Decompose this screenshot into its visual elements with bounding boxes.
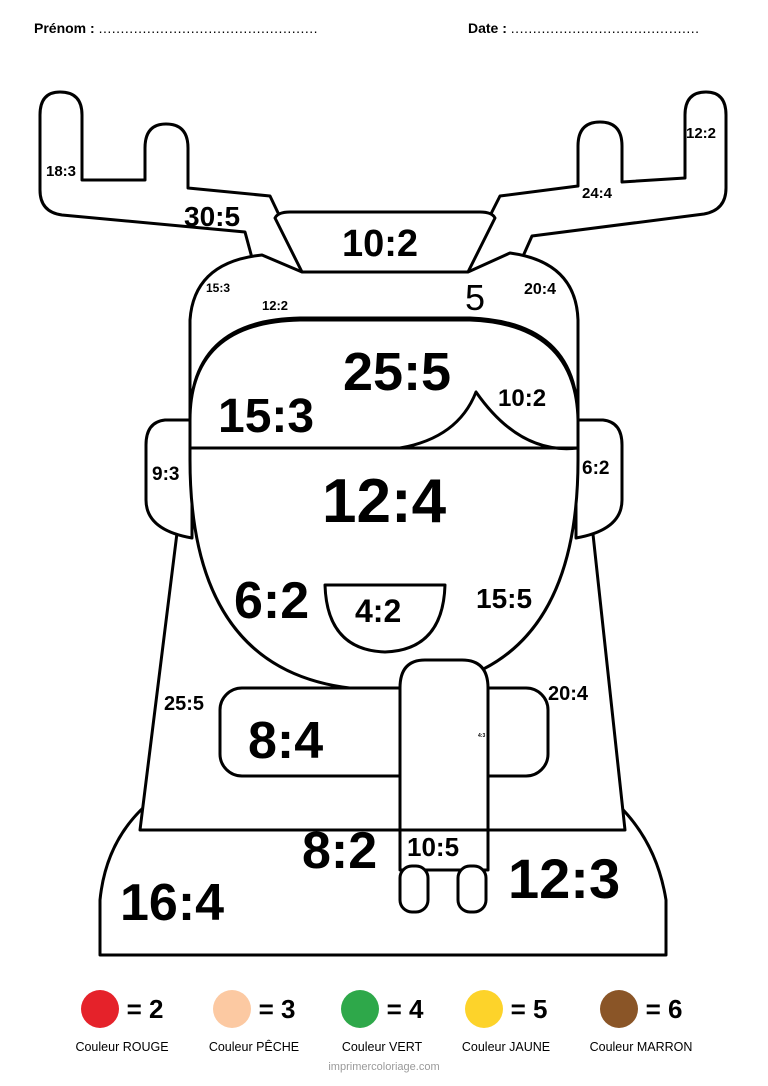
name-dots: ........................................… [98, 20, 319, 36]
date-dots: ........................................… [510, 20, 700, 36]
credit-text: imprimercoloriage.com [328, 1061, 440, 1073]
left-antler-region[interactable] [38, 90, 312, 297]
legend-value: = 2 [126, 993, 164, 1024]
label-face: 12:4 [322, 467, 447, 536]
scarf-tassel-left[interactable] [398, 864, 430, 914]
legend-item-brown: = 6 Couleur MARRON [571, 990, 711, 1054]
date-label: Date : [468, 20, 507, 36]
label-body-right: 12:3 [508, 847, 620, 910]
legend-value: = 3 [258, 993, 296, 1024]
right-ear-region[interactable] [574, 418, 624, 540]
green-swatch [340, 990, 379, 1028]
legend-name: Couleur PÊCHE [208, 1040, 300, 1054]
label-ear-right: 6:2 [582, 458, 609, 479]
label-antler-left-tip: 18:3 [46, 163, 76, 180]
legend-item-green: = 4 Couleur VERT [312, 990, 452, 1054]
label-neck-right: 20:4 [548, 683, 589, 705]
label-body-center: 8:2 [302, 822, 377, 880]
red-swatch [80, 990, 119, 1028]
legend-name: Couleur VERT [341, 1040, 423, 1054]
legend-name: Couleur MARRON [589, 1040, 693, 1054]
label-hat-band: 10:2 [342, 223, 418, 265]
legend-value: = 6 [645, 993, 683, 1024]
legend-value: = 5 [510, 993, 548, 1024]
label-body-left: 16:4 [120, 874, 224, 932]
hair-region[interactable] [188, 318, 580, 451]
label-hat-brim-left: 12:2 [262, 298, 288, 313]
label-scarf-knot: 4:3 [478, 733, 485, 739]
brown-swatch [599, 990, 638, 1028]
name-field: Prénom : ...............................… [34, 20, 318, 36]
label-ear-left: 9:3 [152, 464, 179, 485]
legend-value: = 4 [386, 993, 424, 1024]
legend-item-peach: = 3 Couleur PÊCHE [184, 990, 324, 1054]
peach-swatch [212, 990, 251, 1028]
legend-name: Couleur JAUNE [461, 1040, 551, 1054]
right-antler-region[interactable] [458, 90, 728, 292]
label-cheek-left: 6:2 [234, 572, 309, 630]
yellow-swatch [464, 990, 503, 1028]
label-hair-right: 10:2 [498, 385, 546, 412]
label-antler-right-base: 24:4 [582, 185, 613, 202]
name-label: Prénom : [34, 20, 95, 36]
date-field: Date : .................................… [468, 20, 700, 36]
label-scarf-end: 10:5 [407, 832, 459, 862]
label-cheek-right: 15:5 [476, 583, 532, 614]
label-hair-left: 15:3 [218, 390, 314, 443]
label-scarf: 8:4 [248, 712, 323, 770]
label-hat-right: 20:4 [524, 281, 556, 298]
scarf-end-region[interactable] [398, 658, 490, 872]
label-antler-left-base: 30:5 [184, 201, 240, 232]
left-ear-region[interactable] [144, 418, 194, 540]
mouth-region[interactable] [323, 583, 447, 654]
label-mouth: 4:2 [355, 593, 401, 629]
legend-name: Couleur ROUGE [75, 1040, 169, 1054]
label-antler-right-tip: 12:2 [686, 125, 716, 142]
label-hat-brim-right: 5 [465, 277, 485, 318]
legend-item-red: = 2 Couleur ROUGE [52, 990, 192, 1054]
legend-item-yellow: = 5 Couleur JAUNE [436, 990, 576, 1054]
label-hat-left: 15:3 [206, 281, 230, 295]
hat-band-region[interactable] [273, 210, 497, 274]
label-hair-top: 25:5 [343, 342, 451, 402]
label-neck-left: 25:5 [164, 693, 204, 715]
scarf-tassel-right[interactable] [456, 864, 488, 914]
